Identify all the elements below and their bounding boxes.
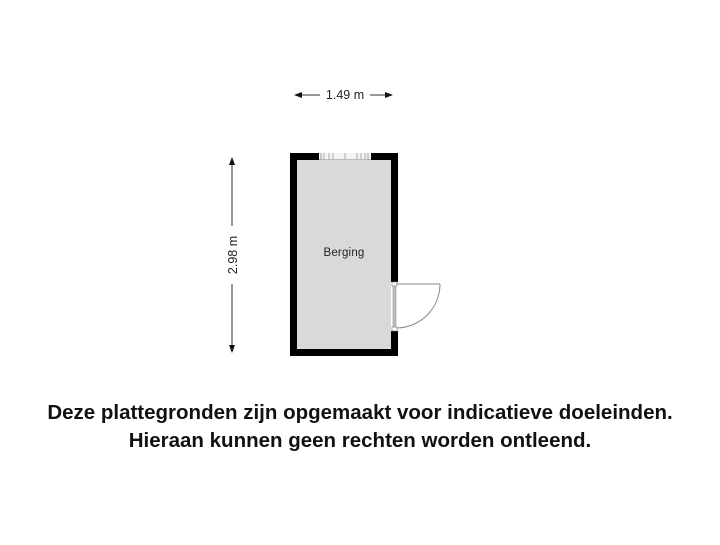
width-dimension-label: 1.49 m (320, 87, 370, 103)
arrow-left-icon (294, 92, 302, 98)
window (319, 153, 371, 160)
room-floor (297, 160, 391, 349)
arrow-down-icon (229, 345, 235, 353)
width-dimension (294, 92, 393, 98)
room-label: Berging (323, 247, 365, 259)
disclaimer-line-1: Deze plattegronden zijn opgemaakt voor i… (47, 401, 673, 424)
arrow-up-icon (229, 157, 235, 165)
height-dimension-label: 2.98 m (225, 230, 241, 280)
disclaimer-line-2: Hieraan kunnen geen rechten worden ontle… (128, 429, 592, 452)
walls (290, 153, 398, 356)
disclaimer: Deze plattegronden zijn opgemaakt voor i… (0, 399, 720, 455)
door (391, 281, 441, 332)
height-dimension (229, 157, 235, 353)
arrow-right-icon (385, 92, 393, 98)
